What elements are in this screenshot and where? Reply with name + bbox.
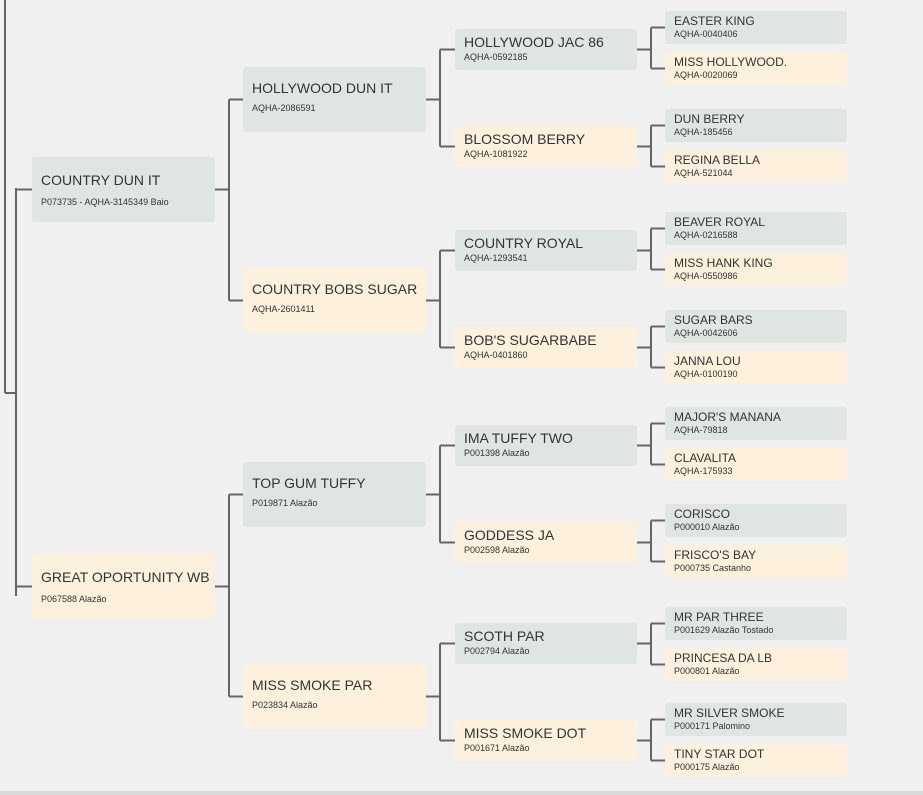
horse-name: REGINA BELLA xyxy=(674,153,761,167)
horse-registration: P023834 Alazão xyxy=(252,700,318,710)
horse-name: SCOTH PAR xyxy=(464,628,545,644)
horse-name: TINY STAR DOT xyxy=(674,747,765,761)
horse-name: COUNTRY ROYAL xyxy=(464,235,584,251)
horse-card-miss-smoke-par[interactable]: MISS SMOKE PAR P023834 Alazão xyxy=(243,664,426,729)
horse-registration: P002794 Alazão xyxy=(464,646,530,656)
horse-card-blossom-berry[interactable]: BLOSSOM BERRY AQHA-1081922 xyxy=(455,126,637,167)
horse-card-hollywood-dun-it[interactable]: HOLLYWOOD DUN IT AQHA-2086591 xyxy=(243,67,426,132)
horse-registration: AQHA-175933 xyxy=(674,466,733,476)
horse-registration: P000801 Alazão xyxy=(674,666,740,676)
horse-card-country-bobs-sugar[interactable]: COUNTRY BOBS SUGAR AQHA-2601411 xyxy=(243,268,426,333)
horse-name: TOP GUM TUFFY xyxy=(252,475,366,491)
horse-registration: AQHA-79818 xyxy=(674,425,728,435)
horse-name: MISS SMOKE PAR xyxy=(252,677,373,693)
horse-name: COUNTRY DUN IT xyxy=(41,172,161,188)
horse-card-hollywood-jac-86[interactable]: HOLLYWOOD JAC 86 AQHA-0592185 xyxy=(455,29,637,70)
horizontal-scrollbar[interactable] xyxy=(0,791,923,795)
horse-name: BOB'S SUGARBABE xyxy=(464,332,597,348)
horse-registration: AQHA-521044 xyxy=(674,168,733,178)
horse-name: HOLLYWOOD DUN IT xyxy=(252,80,393,96)
horse-name: HOLLYWOOD JAC 86 xyxy=(464,34,604,50)
horse-registration: AQHA-185456 xyxy=(674,127,733,137)
horse-card-goddess-ja[interactable]: GODDESS JA P002598 Alazão xyxy=(455,522,637,563)
horse-card-top-gum-tuffy[interactable]: TOP GUM TUFFY P019871 Alazão xyxy=(243,462,426,527)
horse-registration: AQHA-0216588 xyxy=(674,230,738,240)
horse-name: CORISCO xyxy=(674,507,731,521)
horse-card-miss-hollywood[interactable]: MISS HOLLYWOOD.AQHA-0020069 xyxy=(665,52,847,85)
horse-name: MR SILVER SMOKE xyxy=(674,706,785,720)
horse-registration: P001398 Alazão xyxy=(464,448,530,458)
horse-registration: AQHA-1081922 xyxy=(464,149,528,159)
horse-registration: AQHA-0040406 xyxy=(674,29,738,39)
horse-card-bob-s-sugarbabe[interactable]: BOB'S SUGARBABE AQHA-0401860 xyxy=(455,327,637,368)
horse-registration: AQHA-0401860 xyxy=(464,350,528,360)
horse-name: GREAT OPORTUNITY WB xyxy=(41,569,210,585)
horse-name: PRINCESA DA LB xyxy=(674,651,773,665)
horse-registration: AQHA-2086591 xyxy=(252,103,316,113)
horse-name: IMA TUFFY TWO xyxy=(464,430,573,446)
horse-card-country-royal[interactable]: COUNTRY ROYAL AQHA-1293541 xyxy=(455,230,637,271)
horse-card-great-oportunity-wb[interactable]: GREAT OPORTUNITY WB P067588 Alazão xyxy=(32,554,215,619)
horse-registration: AQHA-0592185 xyxy=(464,52,528,62)
horse-card-ima-tuffy-two[interactable]: IMA TUFFY TWO P001398 Alazão xyxy=(455,425,637,466)
horse-registration: P002598 Alazão xyxy=(464,545,530,555)
horse-name: BEAVER ROYAL xyxy=(674,215,765,229)
horse-name: MAJOR'S MANANA xyxy=(674,410,781,424)
horse-name: MISS HANK KING xyxy=(674,256,773,270)
horse-name: MR PAR THREE xyxy=(674,610,764,624)
horse-registration: P001629 Alazão Tostado xyxy=(674,625,774,635)
horse-name: COUNTRY BOBS SUGAR xyxy=(252,281,418,297)
horse-card-scoth-par[interactable]: SCOTH PAR P002794 Alazão xyxy=(455,623,637,664)
horse-registration: P001671 Alazão xyxy=(464,743,530,753)
horse-registration: AQHA-1293541 xyxy=(464,253,528,263)
horse-registration: AQHA-0550986 xyxy=(674,271,738,281)
horse-name: DUN BERRY xyxy=(674,112,745,126)
horse-registration: AQHA-0042606 xyxy=(674,328,738,338)
horse-name: SUGAR BARS xyxy=(674,313,753,327)
horse-name: FRISCO'S BAY xyxy=(674,548,757,562)
horse-registration: P019871 Alazão xyxy=(252,498,318,508)
horse-registration: P000175 Alazão xyxy=(674,762,740,772)
horse-name: GODDESS JA xyxy=(464,527,555,543)
horse-name: JANNA LOU xyxy=(674,354,741,368)
horse-registration: P000010 Alazão xyxy=(674,522,740,532)
horse-card-country-dun-it[interactable]: COUNTRY DUN IT P073735 - AQHA-3145349 Bai… xyxy=(32,157,215,222)
horse-registration: AQHA-0100190 xyxy=(674,369,738,379)
horse-registration: P073735 - AQHA-3145349 Baio xyxy=(41,197,169,207)
horse-registration: AQHA-0020069 xyxy=(674,70,738,80)
horse-name: CLAVALITA xyxy=(674,451,737,465)
horse-registration: P067588 Alazão xyxy=(41,594,107,604)
horse-name: BLOSSOM BERRY xyxy=(464,131,586,147)
horse-registration: P000171 Palomino xyxy=(674,721,751,731)
horse-name: EASTER KING xyxy=(674,14,755,28)
horse-card-miss-smoke-dot[interactable]: MISS SMOKE DOT P001671 Alazão xyxy=(455,720,637,761)
horse-registration: AQHA-2601411 xyxy=(252,304,315,314)
horse-name: MISS SMOKE DOT xyxy=(464,725,587,741)
horse-registration: P000735 Castanho xyxy=(674,563,752,573)
horse-name: MISS HOLLYWOOD. xyxy=(674,55,788,69)
